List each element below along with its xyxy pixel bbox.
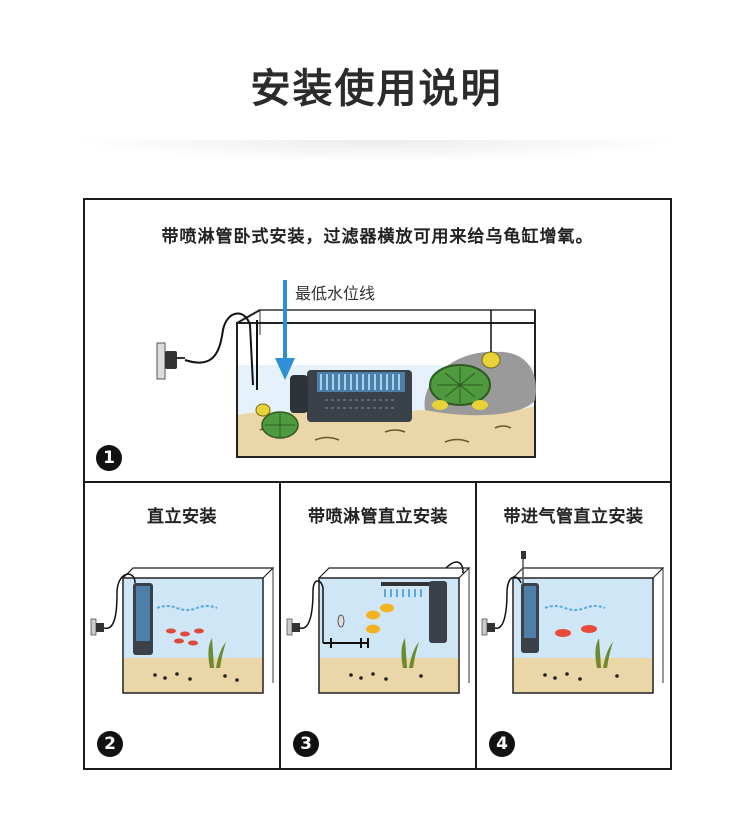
air-tube-install-illustration [481, 551, 665, 694]
horizontal-install-illustration [156, 280, 536, 458]
filter-icon [429, 581, 447, 643]
plug-icon [481, 618, 495, 636]
panel-2-caption: 直立安装 [147, 507, 217, 527]
plant-icon [401, 638, 419, 668]
panel-vertical-install: 直立安装 [85, 483, 281, 768]
spray-bar-install-illustration [286, 561, 471, 694]
step-number-badge: 3 [293, 731, 319, 757]
plug-icon [90, 618, 104, 636]
panel-1-caption: 带喷淋管卧式安装，过滤器横放可用来给乌龟缸增氧。 [161, 227, 594, 247]
filter-icon [290, 370, 412, 422]
min-water-level-label: 最低水位线 [295, 284, 376, 303]
water-level-arrow-icon [275, 280, 295, 380]
plant-icon [208, 638, 226, 668]
plug-icon [156, 342, 185, 380]
title-divider-shadow [70, 140, 683, 162]
step-number-badge: 1 [96, 445, 122, 471]
panel-4-caption: 带进气管直立安装 [503, 507, 644, 527]
fish-icon [555, 625, 597, 637]
panel-spray-bar-vertical-install: 带喷淋管直立安装 [281, 483, 477, 768]
plant-icon [595, 638, 613, 668]
plug-icon [286, 618, 300, 636]
step-number-badge: 2 [97, 731, 123, 757]
panel-air-tube-vertical-install: 带进气管直立安装 [477, 483, 670, 768]
step-number-badge: 4 [489, 731, 515, 757]
instruction-frame: 带喷淋管卧式安装，过滤器横放可用来给乌龟缸增氧。 最低水位线 [83, 198, 672, 770]
panel-3-caption: 带喷淋管直立安装 [308, 507, 448, 527]
turtle-icon [255, 403, 299, 439]
turtle-icon [429, 351, 501, 410]
page-title: 安装使用说明 [250, 66, 503, 112]
panel-horizontal-install: 带喷淋管卧式安装，过滤器横放可用来给乌龟缸增氧。 最低水位线 [85, 200, 670, 483]
filter-icon [521, 583, 539, 653]
filter-icon [133, 583, 153, 655]
fish-icon [166, 628, 204, 646]
vertical-install-illustration [90, 567, 275, 694]
fish-icon [337, 603, 394, 634]
